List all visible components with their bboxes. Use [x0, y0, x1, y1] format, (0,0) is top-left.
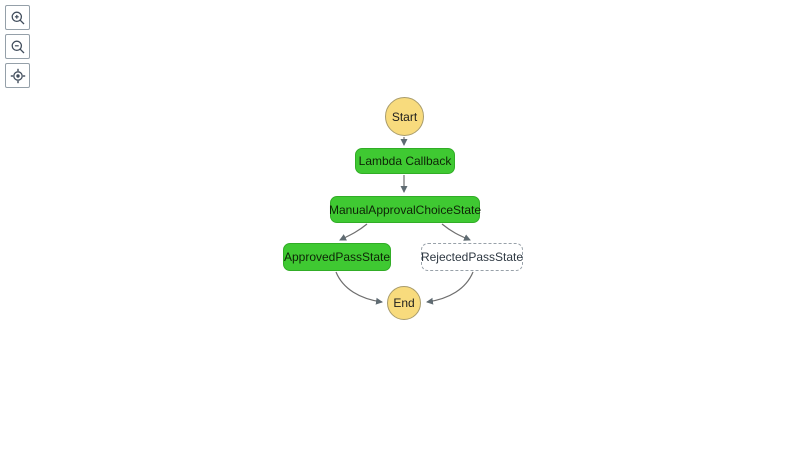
state-node-rejected-pass[interactable]: RejectedPassState	[421, 243, 523, 271]
state-node-lambda-callback[interactable]: Lambda Callback	[355, 148, 455, 174]
start-node: Start	[385, 97, 424, 136]
state-node-approved-pass[interactable]: ApprovedPassState	[283, 243, 391, 271]
state-node-label: ApprovedPassState	[283, 250, 391, 264]
edge-choice-rejected	[441, 223, 471, 241]
state-node-label: RejectedPassState	[420, 250, 524, 264]
end-node-label: End	[393, 296, 415, 310]
zoom-in-button[interactable]	[5, 5, 30, 30]
magnifier-minus-icon	[10, 39, 26, 55]
edge-choice-approved	[339, 223, 368, 241]
graph-toolbar	[5, 5, 30, 88]
state-node-label: Lambda Callback	[358, 154, 452, 168]
target-icon	[10, 68, 26, 84]
edge-rejected-end	[426, 271, 474, 305]
state-node-manual-approval-choice[interactable]: ManualApprovalChoiceState	[328, 196, 482, 223]
state-node-label: ManualApprovalChoiceState	[328, 202, 482, 217]
start-node-label: Start	[391, 109, 418, 124]
center-graph-button[interactable]	[5, 63, 30, 88]
edge-approved-end	[335, 271, 383, 305]
end-node: End	[387, 286, 421, 320]
zoom-out-button[interactable]	[5, 34, 30, 59]
magnifier-plus-icon	[10, 10, 26, 26]
